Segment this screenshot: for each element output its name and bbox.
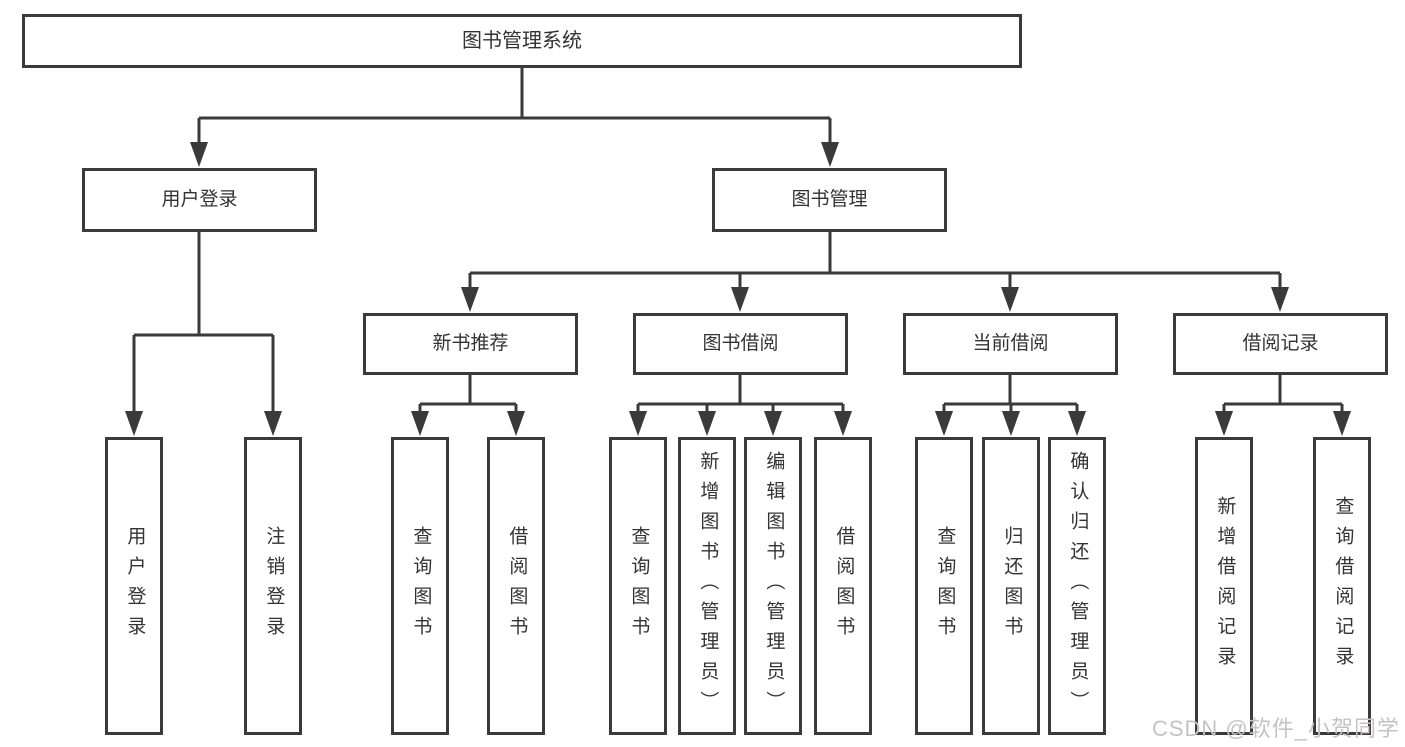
leaf-cb-confirm-return-admin: 确认归还（管理员）: [1048, 437, 1106, 735]
arrowheads: [125, 142, 1351, 436]
leaf-nb-borrow-book: 借阅图书: [487, 437, 545, 735]
node-borrow-records: 借阅记录: [1173, 313, 1388, 375]
leaf-bb-edit-book-admin: 编辑图书（管理员）: [744, 437, 802, 735]
leaf-nb-query-book: 查询图书: [391, 437, 449, 735]
node-library-management-system: 图书管理系统: [22, 14, 1022, 68]
leaf-bb-borrow-book: 借阅图书: [814, 437, 872, 735]
node-user-login: 用户登录: [82, 168, 317, 232]
node-current-borrow: 当前借阅: [903, 313, 1118, 375]
leaf-user-login: 用户登录: [105, 437, 163, 735]
node-new-book-recommend: 新书推荐: [363, 313, 578, 375]
leaf-br-query-record: 查询借阅记录: [1313, 437, 1371, 735]
leaf-logout: 注销登录: [244, 437, 302, 735]
leaf-br-add-record: 新增借阅记录: [1195, 437, 1253, 735]
node-book-management: 图书管理: [712, 168, 947, 232]
leaf-bb-add-book-admin: 新增图书（管理员）: [678, 437, 736, 735]
leaf-cb-query-book: 查询图书: [915, 437, 973, 735]
leaf-bb-query-book: 查询图书: [609, 437, 667, 735]
node-book-borrow: 图书借阅: [633, 313, 848, 375]
leaf-cb-return-book: 归还图书: [982, 437, 1040, 735]
